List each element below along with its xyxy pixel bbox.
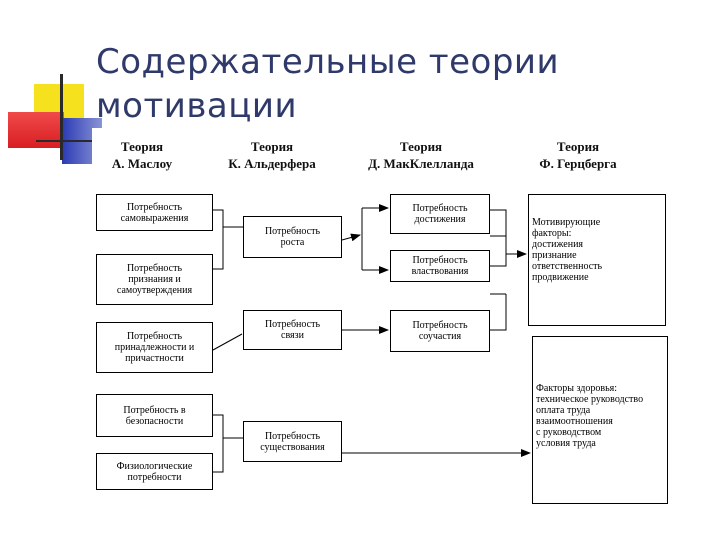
connector-lines: [212, 204, 531, 473]
theory-label: Теория: [556, 139, 600, 154]
mcclelland-achievement-box: Потребность достижения: [390, 194, 490, 234]
theory-header-herzberg: Теория Ф. Герцберга: [508, 138, 648, 172]
alderfer-growth-box: Потребность роста: [243, 216, 342, 258]
decorative-horizontal-line: [36, 140, 100, 142]
maslow-safety-box: Потребность в безопасности: [96, 394, 213, 437]
connector-mcclelland-bracket: [490, 235, 507, 254]
connector-maslow-recognition: [213, 227, 224, 270]
connector-mcclelland-power: [490, 254, 507, 267]
theory-author: Д. МакКлелланда: [368, 156, 474, 171]
theory-label: Теория: [120, 139, 164, 154]
alderfer-existence-box: Потребность существования: [243, 421, 342, 462]
decorative-red-square: [8, 112, 64, 148]
maslow-recognition-box: Потребность признания и самоутверждения: [96, 254, 213, 305]
connector-maslow-physiological: [213, 438, 224, 473]
maslow-belonging-box: Потребность принадлежности и причастност…: [96, 322, 213, 373]
theory-label: Теория: [250, 139, 294, 154]
theory-label: Теория: [399, 139, 443, 154]
arrow-alderfer-growth: [341, 233, 361, 242]
maslow-physiological-box: Физиологические потребности: [96, 453, 213, 490]
connector-affiliation: [490, 294, 507, 331]
herzberg-hygiene-factors-box: Факторы здоровья: техническое руководств…: [532, 336, 668, 504]
alderfer-relatedness-box: Потребность связи: [243, 310, 342, 350]
connector-maslow-belonging: [212, 333, 243, 351]
mcclelland-power-box: Потребность властвования: [390, 250, 490, 282]
motivation-theories-diagram: Теория А. Маслоу Теория К. Альдерфера Те…: [92, 128, 680, 510]
slide-title: Содержательные теории мотивации: [96, 42, 560, 126]
theory-author: А. Маслоу: [111, 156, 173, 171]
connector-maslow-self-actualization: [213, 209, 243, 228]
decorative-vertical-line: [60, 74, 63, 160]
herzberg-motivating-factors-box: Мотивирующие факторы: достижения признан…: [528, 194, 666, 326]
connector-maslow-safety: [213, 414, 243, 439]
theory-header-mcclelland: Теория Д. МакКлелланда: [346, 138, 496, 172]
mcclelland-affiliation-box: Потребность соучастия: [390, 310, 490, 352]
theory-author: К. Альдерфера: [228, 156, 316, 171]
theory-header-alderfer: Теория К. Альдерфера: [202, 138, 342, 172]
connector-mcclelland-top: [490, 209, 507, 236]
theory-header-maslow: Теория А. Маслоу: [92, 138, 192, 172]
maslow-self-actualization-box: Потребность самовыражения: [96, 194, 213, 231]
theory-author: Ф. Герцберга: [539, 156, 617, 171]
